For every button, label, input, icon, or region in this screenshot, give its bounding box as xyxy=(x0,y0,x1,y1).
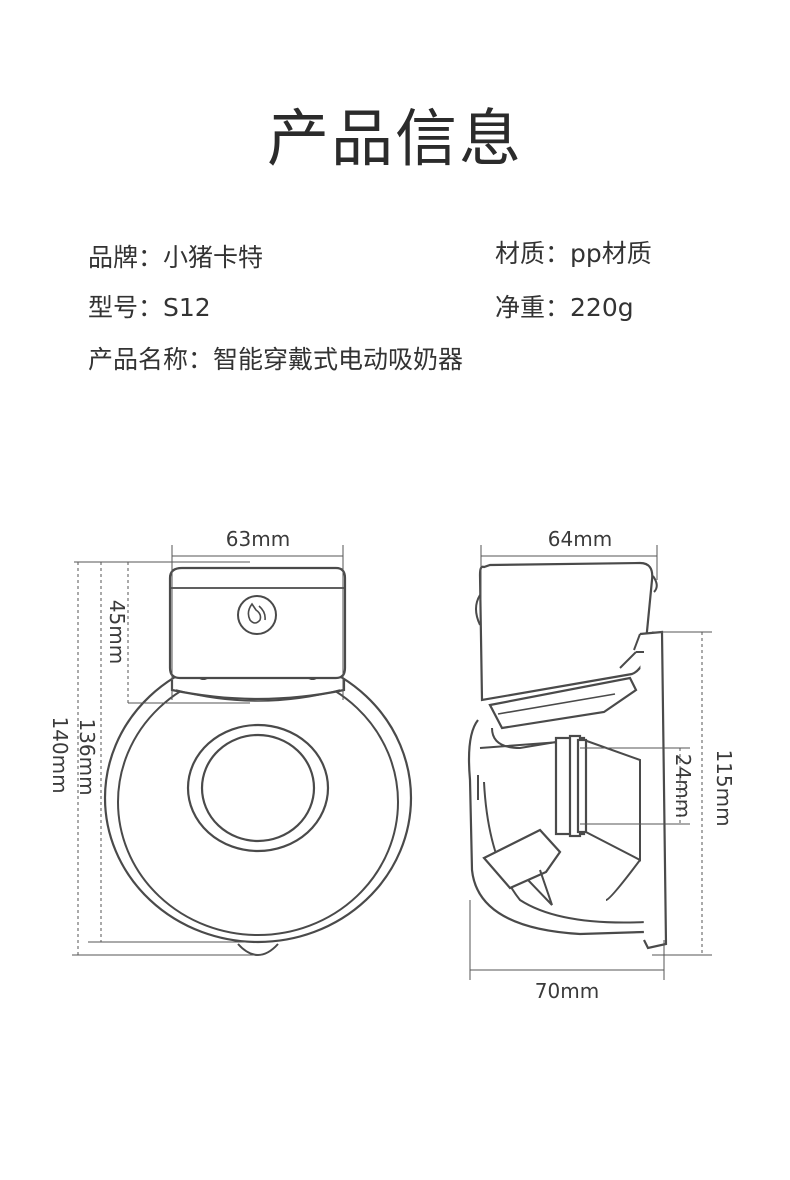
front-bottom-notch xyxy=(237,943,279,956)
dim-side-height: 115mm xyxy=(712,749,736,826)
spec-name: 产品名称：智能穿戴式电动吸奶器 xyxy=(88,340,463,376)
side-shield-cone xyxy=(581,739,641,862)
page-title: 产品信息 xyxy=(266,102,523,175)
side-inner-bowl xyxy=(479,741,647,924)
dim-front-top: 45mm xyxy=(105,600,129,664)
dim-side-width-top: 64mm xyxy=(548,527,612,551)
front-cap-ring xyxy=(170,680,346,701)
power-button-icon xyxy=(237,595,277,635)
dim-side-width-bottom: 70mm xyxy=(535,979,599,1003)
side-housing-clip xyxy=(652,575,658,593)
spec-name-value: 智能穿戴式电动吸奶器 xyxy=(213,345,464,374)
spec-model: 型号：S12 xyxy=(88,288,211,324)
side-flange-wall xyxy=(639,630,668,950)
front-dimension-lines xyxy=(72,545,344,956)
spec-brand: 品牌：小猪卡特 xyxy=(88,238,263,274)
side-diaphragm-line xyxy=(497,693,616,715)
dim-front-inner-height: 136mm xyxy=(75,718,99,795)
front-flange-inner xyxy=(200,733,316,843)
front-cap-ring-line xyxy=(175,689,341,702)
side-flange-top xyxy=(633,633,644,653)
spec-brand-label: 品牌： xyxy=(88,243,164,272)
front-flange-outer xyxy=(186,723,330,853)
spec-weight: 净重：220g xyxy=(495,288,634,324)
spec-model-value: S12 xyxy=(163,293,211,322)
side-diaphragm-base xyxy=(491,727,557,750)
side-valve-flap xyxy=(482,828,562,890)
side-cup-shell xyxy=(467,719,645,936)
side-housing-button xyxy=(475,594,481,626)
spec-brand-value: 小猪卡特 xyxy=(163,243,264,272)
spec-material-value: pp材质 xyxy=(570,239,652,268)
spec-model-label: 型号： xyxy=(88,293,164,322)
front-view xyxy=(103,566,413,956)
side-dimension-lines xyxy=(469,545,712,980)
spec-name-label: 产品名称： xyxy=(88,345,214,374)
front-inner-rim xyxy=(117,668,399,936)
dim-front-total-height: 140mm xyxy=(48,716,72,793)
spec-weight-value: 220g xyxy=(570,293,634,322)
side-valve-tip xyxy=(527,869,553,906)
spec-weight-label: 净重： xyxy=(495,293,571,322)
side-shield-tip xyxy=(605,859,641,901)
side-flange-step xyxy=(619,651,637,669)
spec-material: 材质：pp材质 xyxy=(495,234,652,270)
dim-front-width: 63mm xyxy=(226,527,290,551)
spec-material-label: 材质： xyxy=(495,239,571,268)
side-view xyxy=(467,561,668,950)
drop-logo-icon xyxy=(247,602,266,624)
side-neck-ring xyxy=(576,738,588,834)
dim-side-neck: 24mm xyxy=(671,754,695,818)
